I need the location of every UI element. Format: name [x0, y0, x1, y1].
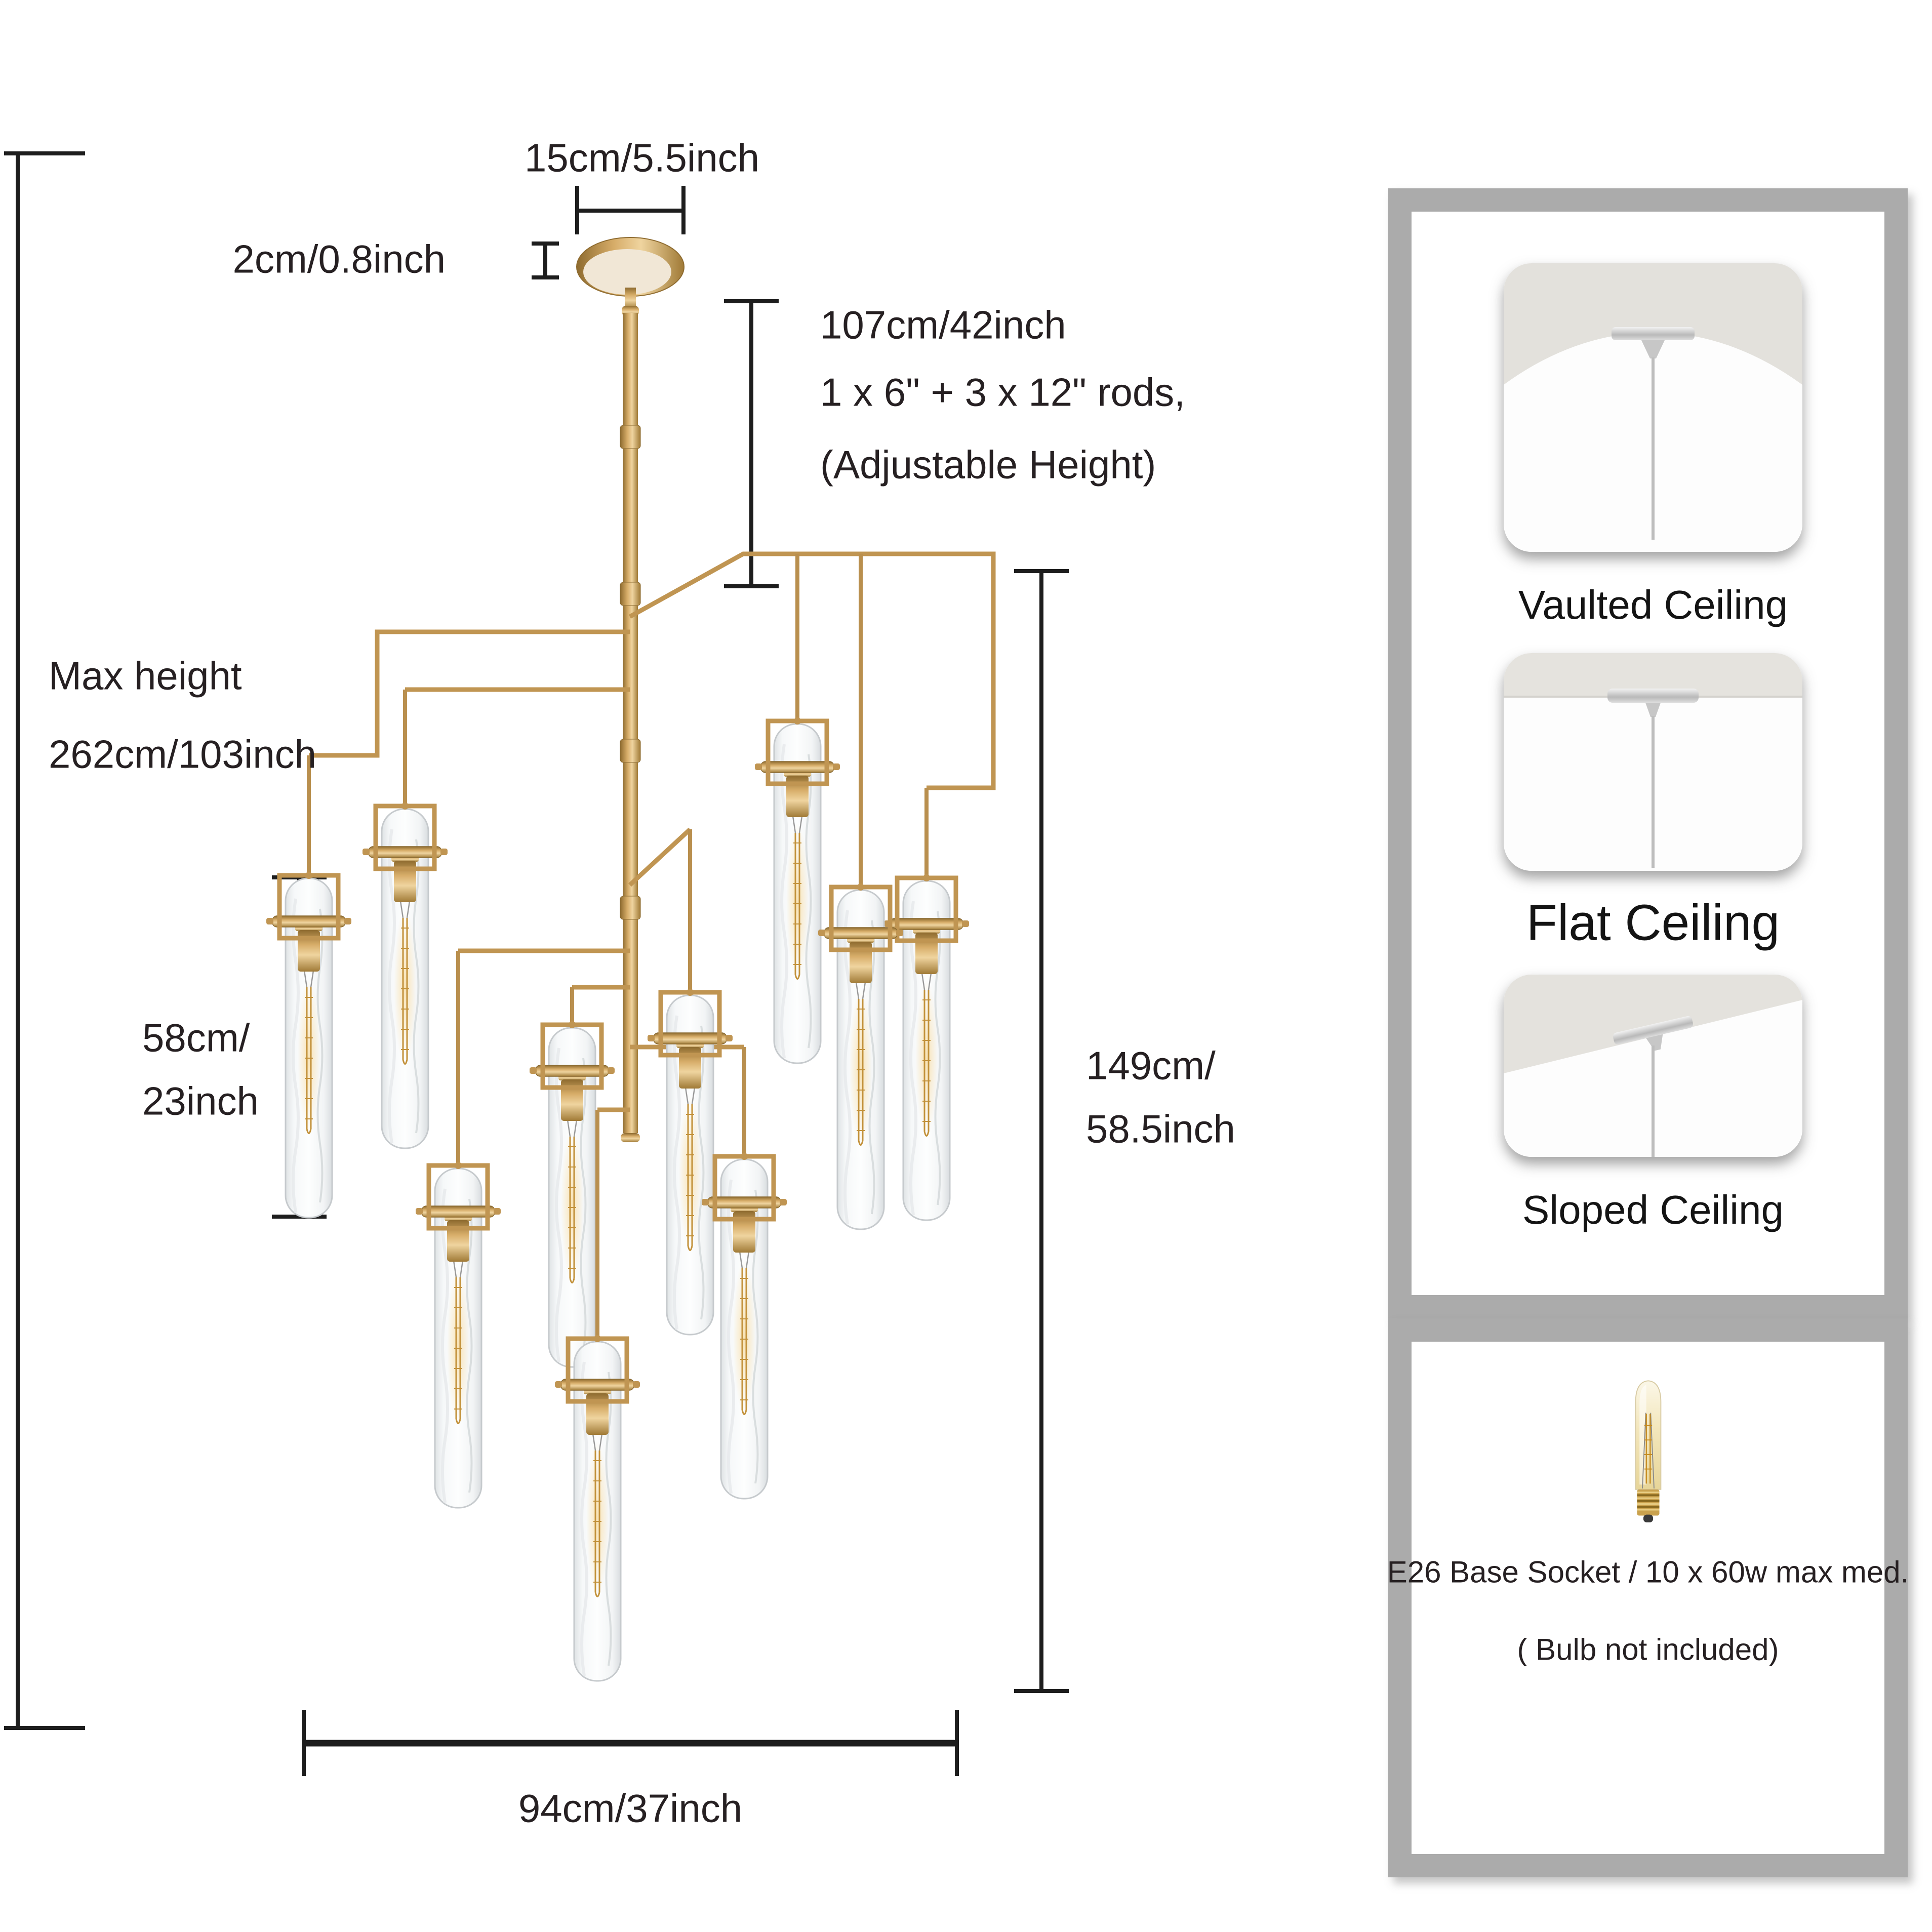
chandelier-arms — [309, 551, 996, 1112]
lamp-assembly — [363, 690, 448, 1149]
rod-count-label: 1 x 6" + 3 x 12" rods, — [820, 370, 1185, 415]
flat-ceiling-image — [1504, 653, 1802, 871]
mount-option-label-vaulted: Vaulted Ceiling — [1518, 582, 1788, 627]
lamp-assembly — [416, 951, 501, 1509]
tube-bulb-image — [1619, 1373, 1677, 1536]
glass-tube-lamps — [266, 554, 969, 1682]
rod-length-label: 107cm/42inch — [820, 302, 1066, 347]
fixture-height-label-1: 149cm/ — [1086, 1043, 1216, 1088]
mount-option-label-flat: Flat Ceiling — [1526, 894, 1780, 951]
max-height-label-1: Max height — [49, 653, 242, 698]
max-height-label-2: 262cm/103inch — [49, 732, 317, 777]
canopy-thickness-label: 2cm/0.8inch — [232, 236, 446, 281]
shade-height-label-2: 23inch — [142, 1078, 259, 1123]
lamp-assembly — [884, 788, 969, 1221]
vaulted-ceiling-image — [1504, 263, 1802, 552]
shade-height-label-1: 58cm/ — [142, 1015, 250, 1060]
rod-adjustable-label: (Adjustable Height) — [820, 442, 1156, 487]
lamp-assembly — [818, 554, 903, 1230]
lamp-assembly — [648, 829, 733, 1336]
bulb-socket-info: E26 Base Socket / 10 x 60w max med. — [1387, 1555, 1909, 1589]
mount-option-label-sloped: Sloped Ceiling — [1522, 1187, 1784, 1232]
lamp-assembly — [266, 755, 351, 1219]
bulb-not-included-note: ( Bulb not included) — [1517, 1632, 1779, 1667]
lamp-assembly — [702, 1047, 787, 1500]
fixture-width-label: 94cm/37inch — [518, 1786, 743, 1831]
ceiling-canopy — [576, 237, 685, 316]
fixture-height-label-2: 58.5inch — [1086, 1106, 1235, 1151]
canopy-width-label: 15cm/5.5inch — [525, 135, 759, 180]
center-pole — [620, 313, 641, 1142]
lamp-assembly — [755, 554, 840, 1064]
lamp-assembly — [530, 987, 615, 1368]
lamp-assembly — [555, 1110, 640, 1682]
sloped-ceiling-image — [1504, 975, 1802, 1157]
